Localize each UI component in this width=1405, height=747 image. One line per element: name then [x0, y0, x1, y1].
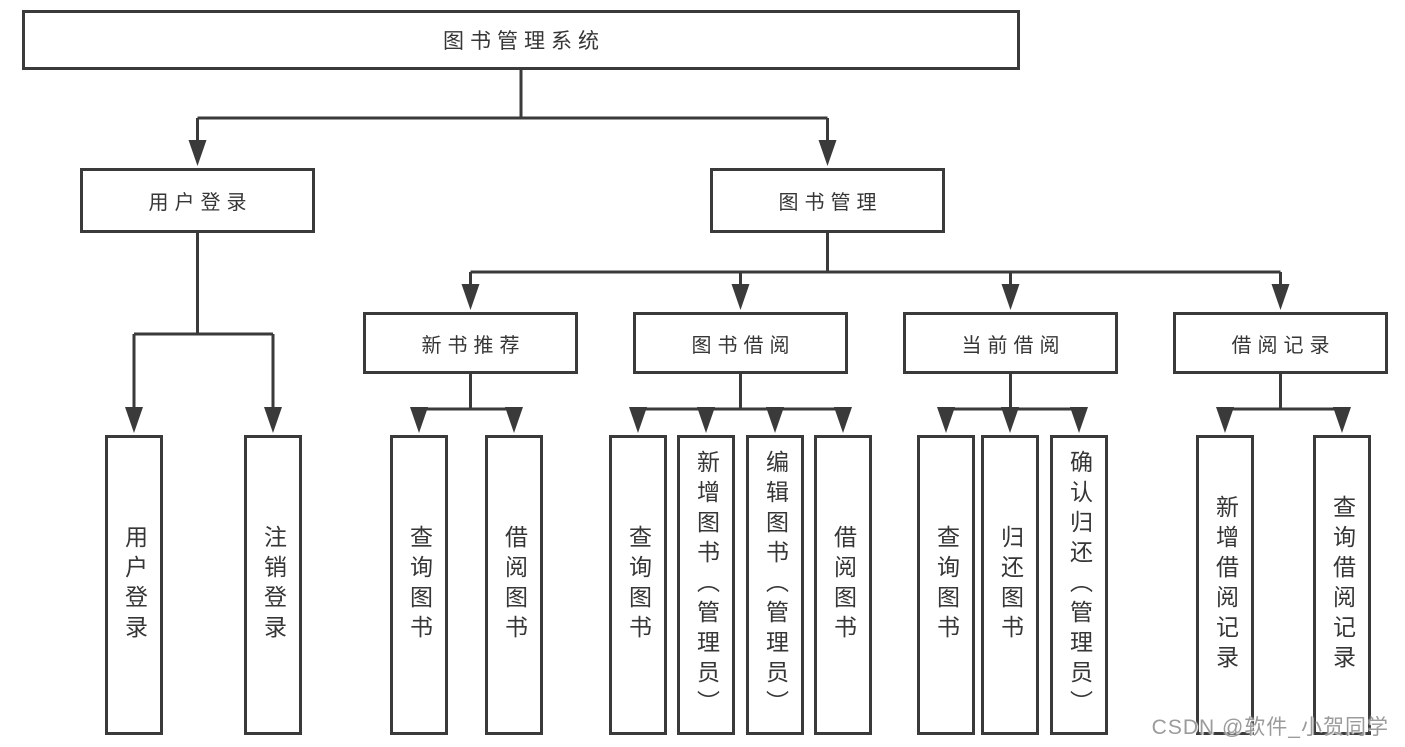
leaf-user-login: 用户登录	[105, 435, 163, 735]
arrow-down-icon	[461, 284, 480, 310]
arrow-down-icon	[410, 407, 428, 433]
leaf-add-book-admin: 新增图书（管理员）	[677, 435, 735, 735]
node-label: 注销登录	[260, 525, 287, 645]
node-label: 归还图书	[997, 525, 1024, 645]
leaf-logout: 注销登录	[244, 435, 302, 735]
arrow-down-icon	[125, 407, 143, 433]
node-new-book-recommend: 新书推荐	[363, 312, 578, 374]
node-label: 编辑图书（管理员）	[762, 450, 789, 720]
arrow-down-icon	[937, 407, 955, 433]
node-root-library-system: 图书管理系统	[22, 10, 1020, 70]
arrow-down-icon	[1271, 284, 1290, 310]
node-label: 借阅图书	[830, 525, 857, 645]
node-label: 新增借阅记录	[1212, 495, 1239, 675]
node-label: 用户登录	[121, 525, 148, 645]
connector-userlogin-to-leaves	[132, 233, 275, 413]
arrow-down-icon	[766, 407, 784, 433]
node-book-borrow: 图书借阅	[633, 312, 848, 374]
leaf-confirm-return-admin: 确认归还（管理员）	[1050, 435, 1108, 735]
arrow-down-icon	[264, 407, 282, 433]
node-label: 当前借阅	[961, 334, 1066, 357]
leaf-add-borrow-record: 新增借阅记录	[1196, 435, 1254, 735]
node-label: 用户登录	[148, 192, 253, 214]
node-label: 图书借阅	[691, 334, 796, 357]
arrow-down-icon	[1001, 407, 1019, 433]
connector-record-to-leaves	[1223, 374, 1344, 413]
arrow-down-icon	[731, 284, 750, 310]
connector-recommend-to-leaves	[417, 374, 516, 413]
leaf-edit-book-admin: 编辑图书（管理员）	[746, 435, 804, 735]
arrow-down-icon	[1333, 407, 1351, 433]
arrow-down-icon	[1001, 284, 1020, 310]
node-label: 图书管理系统	[443, 30, 605, 53]
leaf-query-borrow-record: 查询借阅记录	[1313, 435, 1371, 735]
node-label: 查询图书	[933, 525, 960, 645]
leaf-recommend-borrow-book: 借阅图书	[485, 435, 543, 735]
arrow-down-icon	[697, 407, 715, 433]
node-label: 借阅记录	[1231, 334, 1336, 357]
arrow-down-icon	[505, 407, 523, 433]
arrow-down-icon	[818, 140, 837, 166]
node-label: 查询借阅记录	[1329, 495, 1356, 675]
node-label: 新增图书（管理员）	[693, 450, 720, 720]
arrow-down-icon	[834, 407, 852, 433]
connector-bookmgmt-to-level3	[469, 233, 1282, 290]
node-label: 查询图书	[625, 525, 652, 645]
leaf-current-query-book: 查询图书	[917, 435, 975, 735]
arrow-down-icon	[1216, 407, 1234, 433]
leaf-borrow-query-book: 查询图书	[609, 435, 667, 735]
leaf-borrow-book: 借阅图书	[814, 435, 872, 735]
node-label: 图书管理	[778, 192, 883, 214]
node-label: 确认归还（管理员）	[1066, 450, 1093, 720]
connector-borrow-to-leaves	[636, 374, 845, 413]
node-borrow-record: 借阅记录	[1173, 312, 1388, 374]
csdn-watermark: CSDN @软件_小贺同学	[1151, 716, 1389, 739]
connector-root-to-level2	[196, 70, 829, 146]
node-label: 查询图书	[406, 525, 433, 645]
node-user-login: 用户登录	[80, 168, 315, 233]
connector-current-to-leaves	[944, 374, 1081, 413]
arrow-down-icon	[1070, 407, 1088, 433]
arrow-down-icon	[188, 140, 207, 166]
arrow-down-icon	[629, 407, 647, 433]
node-label: 借阅图书	[501, 525, 528, 645]
node-current-borrow: 当前借阅	[903, 312, 1118, 374]
node-label: 新书推荐	[421, 334, 526, 357]
leaf-recommend-query-book: 查询图书	[390, 435, 448, 735]
leaf-return-book: 归还图书	[981, 435, 1039, 735]
node-book-management: 图书管理	[710, 168, 945, 233]
